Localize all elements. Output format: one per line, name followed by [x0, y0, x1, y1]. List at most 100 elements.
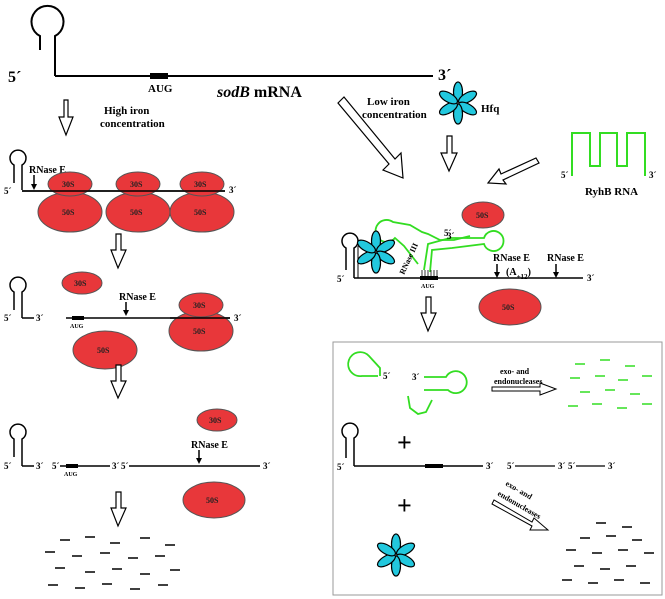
ryhb-label: RyhB RNA: [585, 186, 638, 198]
box-ryhb-3prime: 3´: [412, 372, 420, 382]
hollow-arrow-icon: [110, 233, 127, 270]
hollow-arrow-icon: [491, 499, 550, 531]
box-exo-2: endonucleases: [494, 377, 542, 386]
row2-3prime-frag: 3´: [36, 313, 44, 323]
box-mrna-3prime: 3´: [486, 461, 494, 471]
cleaved-fragments: 5´ 3´ 5´ AUG 3´ 5´ 3´ RNase E 30S 50S: [4, 408, 271, 519]
row3-5prime: 5´: [4, 461, 12, 471]
low-iron-label-2: concentration: [362, 109, 427, 121]
stem-loop-icon: [9, 276, 27, 318]
row3-5prime-c: 5´: [121, 461, 129, 471]
degradation-box: [332, 341, 663, 596]
ryhb-released: 5´ 3´: [347, 351, 468, 415]
row3-3prime-a: 3´: [36, 461, 44, 471]
row3-30s: 30S: [209, 416, 222, 425]
stem-loop-icon: [30, 4, 65, 76]
row3-5prime-b: 5´: [52, 461, 60, 471]
complex-rnase-e-2: RNase E: [547, 253, 584, 264]
box-frag2-3prime: 3´: [608, 461, 616, 471]
complex-50s-top: 50S: [476, 211, 489, 220]
hollow-arrow-icon: [110, 364, 127, 400]
stem-loop-icon: [341, 422, 359, 466]
row1-5prime: 5´: [4, 186, 12, 196]
ribosome-30s-icon: [196, 408, 238, 432]
aug-box: [72, 316, 84, 320]
box-ryhb-5prime: 5´: [383, 371, 391, 381]
row1-30s-b: 30S: [130, 180, 143, 189]
complex-50s-bottom: 50S: [502, 303, 515, 312]
ribosome-50s-icon: [478, 288, 542, 326]
ryhb-rna: 5´ 3´ RyhB RNA: [486, 132, 657, 198]
hollow-arrow-icon: [110, 491, 127, 528]
hfq-hexamer-icon: [354, 230, 398, 274]
row1-30s-c: 30S: [194, 180, 207, 189]
row2-30s-free: 30S: [74, 279, 87, 288]
complex-a12: (A+12): [506, 267, 531, 281]
complex-ryhb-5prime: 5´: [444, 228, 452, 238]
base-pairing: [421, 270, 438, 277]
ribosome-50s-icon: [182, 481, 246, 519]
row2-50s-free: 50S: [97, 346, 110, 355]
box-frag1-5prime: 5´: [507, 461, 515, 471]
low-iron-branch: Low iron concentration: [337, 96, 427, 179]
box-mrna: 5´ 3´ 5´ 3´ 5´ 3´: [337, 422, 616, 472]
complex-ryhb-3prime-vis: 3´: [447, 231, 455, 241]
stem-loop-icon: [9, 423, 27, 466]
stem-loop-icon: [9, 149, 27, 190]
high-iron-label-2: concentration: [100, 118, 165, 130]
degradation-fragments-black: [562, 522, 654, 584]
complex-rnase-iii: RNase III: [398, 242, 420, 276]
box-frag1-3prime: 3´: [558, 461, 566, 471]
sodb-mrna: 5´ 3´ AUG sodB mRNA: [8, 4, 451, 101]
ribosome-30s-icon: [178, 292, 224, 318]
row2-30s-bound: 30S: [193, 301, 206, 310]
high-iron-branch: High iron concentration: [58, 99, 165, 137]
hollow-arrow-icon: [491, 382, 558, 396]
ryhb-strand: [571, 132, 646, 176]
ryhb-5prime: 5´: [561, 170, 569, 180]
ribosome-30s-icon: [61, 271, 103, 295]
mrna-5prime: 5´: [8, 69, 21, 86]
row2-50s-bound: 50S: [193, 327, 206, 336]
hollow-arrow-icon: [337, 96, 404, 179]
aug-box: [150, 73, 168, 79]
hollow-arrow-icon: [58, 99, 74, 137]
row1-50s-c: 50S: [194, 208, 207, 217]
complex-rnase-e-1: RNase E: [493, 253, 530, 264]
translating-mrna: 5´ 3´ RNase E 30S 30S 30S 50S 50S 50S: [4, 149, 237, 233]
row2-5prime: 5´: [4, 313, 12, 323]
ryhb-hfq-complex: 50S 5´ 3´ AUG 5´ 3´ 3´ RNase III RNase E…: [337, 201, 595, 326]
hollow-arrow-icon: [486, 157, 540, 185]
row1-3prime: 3´: [229, 185, 237, 195]
low-iron-label-1: Low iron: [367, 96, 410, 108]
aug-box: [425, 464, 443, 468]
row3-rnase-e: RNase E: [191, 440, 228, 451]
ryhb-stem-3: [424, 370, 468, 395]
hollow-arrow-icon: [420, 296, 437, 333]
ryhb-3prime: 3´: [649, 170, 657, 180]
complex-3prime: 3´: [587, 273, 595, 283]
row2-3prime: 3´: [234, 313, 242, 323]
row1-30s-a: 30S: [62, 180, 75, 189]
mrna-name: sodB mRNA: [216, 84, 302, 101]
plus-sign-1: +: [397, 428, 412, 457]
row1-50s-a: 50S: [62, 208, 75, 217]
cleavage-step: 5´ 3´ 30S AUG 3´ RNase E 50S 30S 50S: [4, 271, 242, 370]
hfq-label: Hfq: [481, 103, 500, 115]
hfq-hexamer-icon: [436, 81, 480, 125]
row3-3prime-c: 3´: [263, 461, 271, 471]
ribosome-30s-icon: [47, 171, 225, 197]
row3-3prime-b: 3´: [112, 461, 120, 471]
hollow-arrow-icon: [440, 135, 458, 173]
ribosome-50s-icon: [461, 201, 505, 229]
ryhb-tail: [407, 395, 433, 415]
degradation-fragments-left: [45, 536, 180, 590]
aug-box: [420, 276, 438, 280]
complex-5prime: 5´: [337, 274, 345, 284]
complex-aug: AUG: [421, 284, 435, 290]
degradation-fragments-green: [568, 359, 652, 409]
aug-box: [66, 464, 78, 468]
ribosome-50s-icon: [72, 310, 234, 370]
